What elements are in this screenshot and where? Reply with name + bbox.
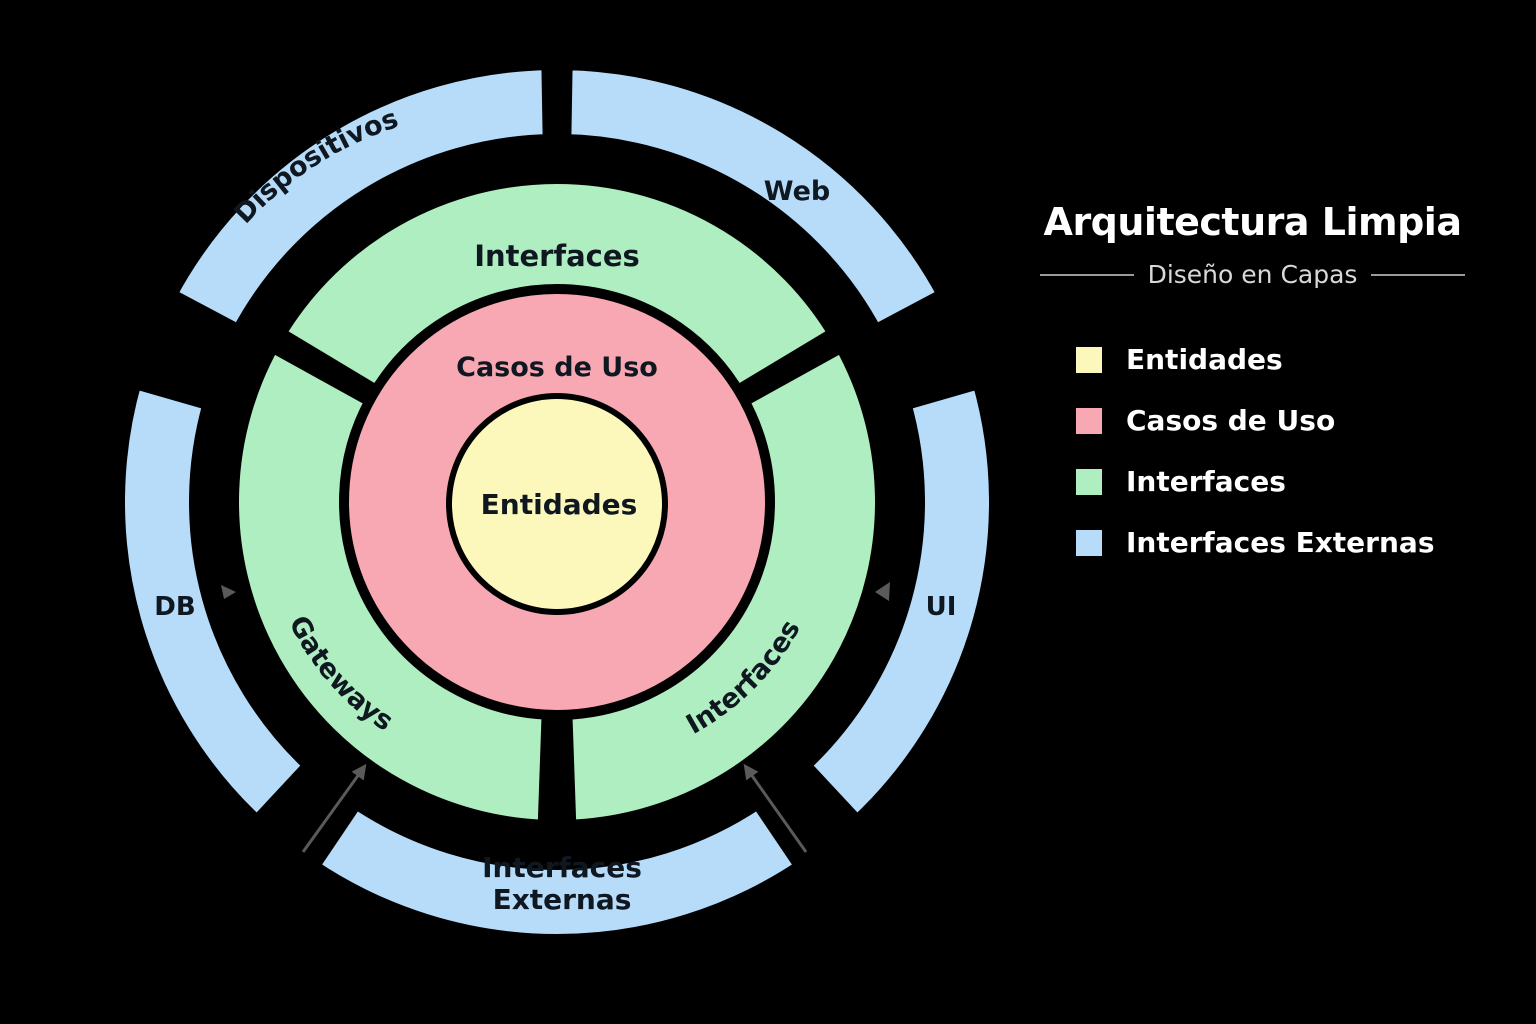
legend: Entidades Casos de Uso Interfaces Interf… [1076, 329, 1465, 573]
legend-item: Entidades [1076, 329, 1465, 390]
label-ui: UI [926, 592, 957, 622]
entities-core [446, 393, 668, 615]
arrow-left-up [301, 763, 367, 853]
label-interfaces-top: Interfaces [474, 239, 640, 273]
legend-item: Interfaces [1076, 451, 1465, 512]
legend-swatch [1076, 407, 1102, 434]
outer-ring [109, 53, 1005, 950]
clean-architecture-diagram: Dispositivos Web DB UI Interfaces Extern… [109, 53, 1005, 950]
subtitle-rule-left [1040, 273, 1134, 276]
label-casos-de-uso: Casos de Uso [456, 352, 658, 383]
label-db: DB [154, 592, 195, 622]
legend-label: Casos de Uso [1126, 404, 1336, 437]
legend-swatch [1076, 346, 1102, 373]
arrow-right-up [743, 763, 808, 853]
segment-dispositivos [157, 53, 559, 344]
segment-interfaces-externas [299, 789, 815, 950]
legend-label: Entidades [1126, 343, 1283, 376]
legend-swatch [1076, 529, 1102, 556]
page-title: Arquitectura Limpia [1043, 200, 1462, 244]
legend-item: Interfaces Externas [1076, 512, 1465, 573]
label-entidades: Entidades [481, 488, 638, 521]
legend-swatch [1076, 468, 1102, 495]
segment-web [555, 53, 957, 344]
legend-item: Casos de Uso [1076, 390, 1465, 451]
dependency-arrows [221, 582, 890, 853]
arrow-left-side [221, 585, 236, 599]
label-web: Web [764, 176, 830, 207]
legend-label: Interfaces Externas [1126, 526, 1435, 559]
arrow-right-side [875, 582, 890, 601]
legend-label: Interfaces [1126, 465, 1286, 498]
subtitle-rule-right [1371, 273, 1466, 276]
subtitle: Diseño en Capas [1147, 260, 1358, 289]
segment-db [109, 370, 323, 836]
segment-ui [791, 370, 1005, 836]
legend-panel: Arquitectura Limpia Diseño en Capas Enti… [1040, 200, 1466, 573]
label-interfaces-externas-line1: Interfaces [482, 851, 642, 884]
label-interfaces-externas-line2: Externas [493, 883, 632, 916]
subtitle-row: Diseño en Capas [1040, 260, 1466, 289]
